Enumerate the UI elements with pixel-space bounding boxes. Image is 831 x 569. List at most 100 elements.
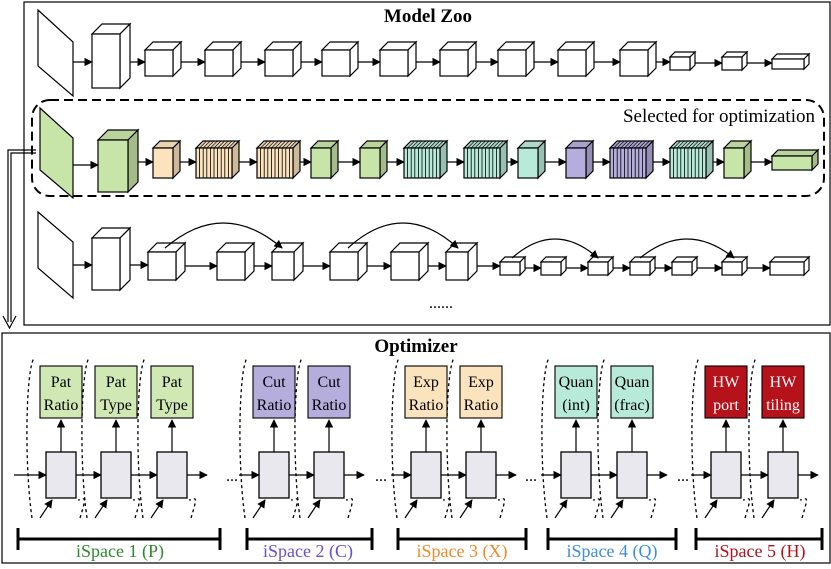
row2-layer — [194, 139, 241, 180]
param-label-line1: Exp — [413, 374, 439, 391]
row2-layer — [516, 139, 547, 180]
param-box — [150, 365, 194, 419]
row2-layer — [608, 139, 655, 180]
param-label-line2: Ratio — [312, 397, 347, 414]
feedback-dotted-path — [81, 357, 90, 519]
param-box — [404, 365, 448, 419]
param-box — [252, 365, 296, 419]
row1-input-layer — [37, 8, 74, 98]
input-arrow — [94, 499, 108, 519]
param-label-line1: Exp — [468, 374, 494, 391]
input-arrow — [704, 499, 718, 519]
input-arrow — [761, 499, 775, 519]
feedback-dotted-path — [137, 357, 146, 519]
row1-layer — [720, 50, 749, 72]
row2-layer — [770, 148, 820, 172]
row1-layer — [203, 40, 243, 78]
feedback-dotted-path — [345, 498, 354, 519]
param-label-line2: tiling — [766, 397, 800, 414]
rnn-cell — [45, 451, 77, 499]
rnn-cell — [560, 451, 592, 499]
input-arrow — [459, 499, 473, 519]
rnn-cell — [258, 451, 290, 499]
row2-layer — [564, 139, 595, 180]
param-label-line1: Pat — [162, 374, 183, 391]
row1-layer — [496, 40, 536, 78]
param-label-line1: Cut — [262, 374, 286, 391]
gap-ellipsis: ... — [375, 468, 387, 485]
row3-layer — [539, 255, 568, 277]
gap-ellipsis: ... — [525, 468, 537, 485]
ispace-label: iSpace 3 (X) — [417, 541, 508, 562]
row3-layer — [146, 241, 187, 282]
row3-layer — [328, 241, 369, 282]
param-label-line1: HW — [770, 374, 798, 391]
model-zoo-ellipsis: ...... — [429, 295, 453, 312]
param-label-line1: Pat — [51, 374, 72, 391]
row3-skip-arrow — [511, 238, 599, 259]
param-label-line2: Ratio — [257, 397, 292, 414]
param-label-line2: Type — [156, 397, 188, 414]
param-label-line1: HW — [713, 374, 741, 391]
param-box — [459, 365, 503, 419]
input-arrow — [610, 499, 624, 519]
row3-skip-arrow — [639, 238, 735, 259]
rnn-cell — [710, 451, 742, 499]
feedback-dotted-path — [597, 357, 606, 519]
row3-layer — [498, 255, 527, 277]
row2-layer — [358, 139, 389, 180]
row2-layer — [462, 139, 509, 180]
param-label-line2: port — [713, 397, 739, 414]
row1-layer — [770, 52, 811, 71]
model-zoo-title: Model Zoo — [384, 6, 472, 27]
param-box — [94, 365, 138, 419]
rnn-cell — [156, 451, 188, 499]
feedback-dotted-path — [648, 498, 657, 519]
row3-layer — [768, 255, 811, 277]
rnn-cell — [767, 451, 799, 499]
param-box — [39, 365, 83, 419]
feedback-dotted-path — [26, 357, 35, 519]
feedback-dotted-path — [239, 357, 248, 519]
feedback-dotted-path — [748, 357, 757, 519]
feedback-dotted-path — [592, 498, 601, 519]
row2-input-layer — [39, 106, 74, 200]
row1-layer — [143, 40, 183, 78]
param-box — [554, 365, 598, 419]
param-label-line1: Cut — [317, 374, 341, 391]
row3-layer — [444, 241, 479, 282]
row2-layer — [151, 139, 182, 180]
row2-layer — [668, 139, 715, 180]
row2-layer — [402, 139, 449, 180]
ispace-label: iSpace 2 (C) — [263, 541, 353, 562]
input-arrow — [307, 499, 321, 519]
param-label-line2: Type — [100, 397, 132, 414]
row3-skip-arrow — [347, 222, 459, 249]
row3-layer — [720, 255, 749, 277]
input-arrow — [39, 499, 53, 519]
feedback-dotted-path — [132, 498, 141, 519]
row1-layer — [556, 40, 596, 78]
param-box — [761, 365, 805, 419]
input-arrow — [150, 499, 164, 519]
param-label-line1: Pat — [106, 374, 127, 391]
feedback-dotted-path — [497, 498, 506, 519]
feedback-dotted-path — [294, 357, 303, 519]
param-box — [307, 365, 351, 419]
param-box — [610, 365, 654, 419]
selected-region — [31, 99, 825, 197]
row3-layer — [670, 255, 699, 277]
row1-layer — [320, 40, 360, 78]
input-arrow — [252, 499, 266, 519]
param-label-line2: (frac) — [614, 397, 650, 414]
input-arrow — [554, 499, 568, 519]
row3-layer — [586, 255, 615, 277]
param-box — [704, 365, 748, 419]
feedback-dotted-path — [188, 498, 197, 519]
param-label-line2: Ratio — [464, 397, 499, 414]
ispace-label: iSpace 1 (P) — [76, 541, 164, 562]
rnn-cell — [313, 451, 345, 499]
